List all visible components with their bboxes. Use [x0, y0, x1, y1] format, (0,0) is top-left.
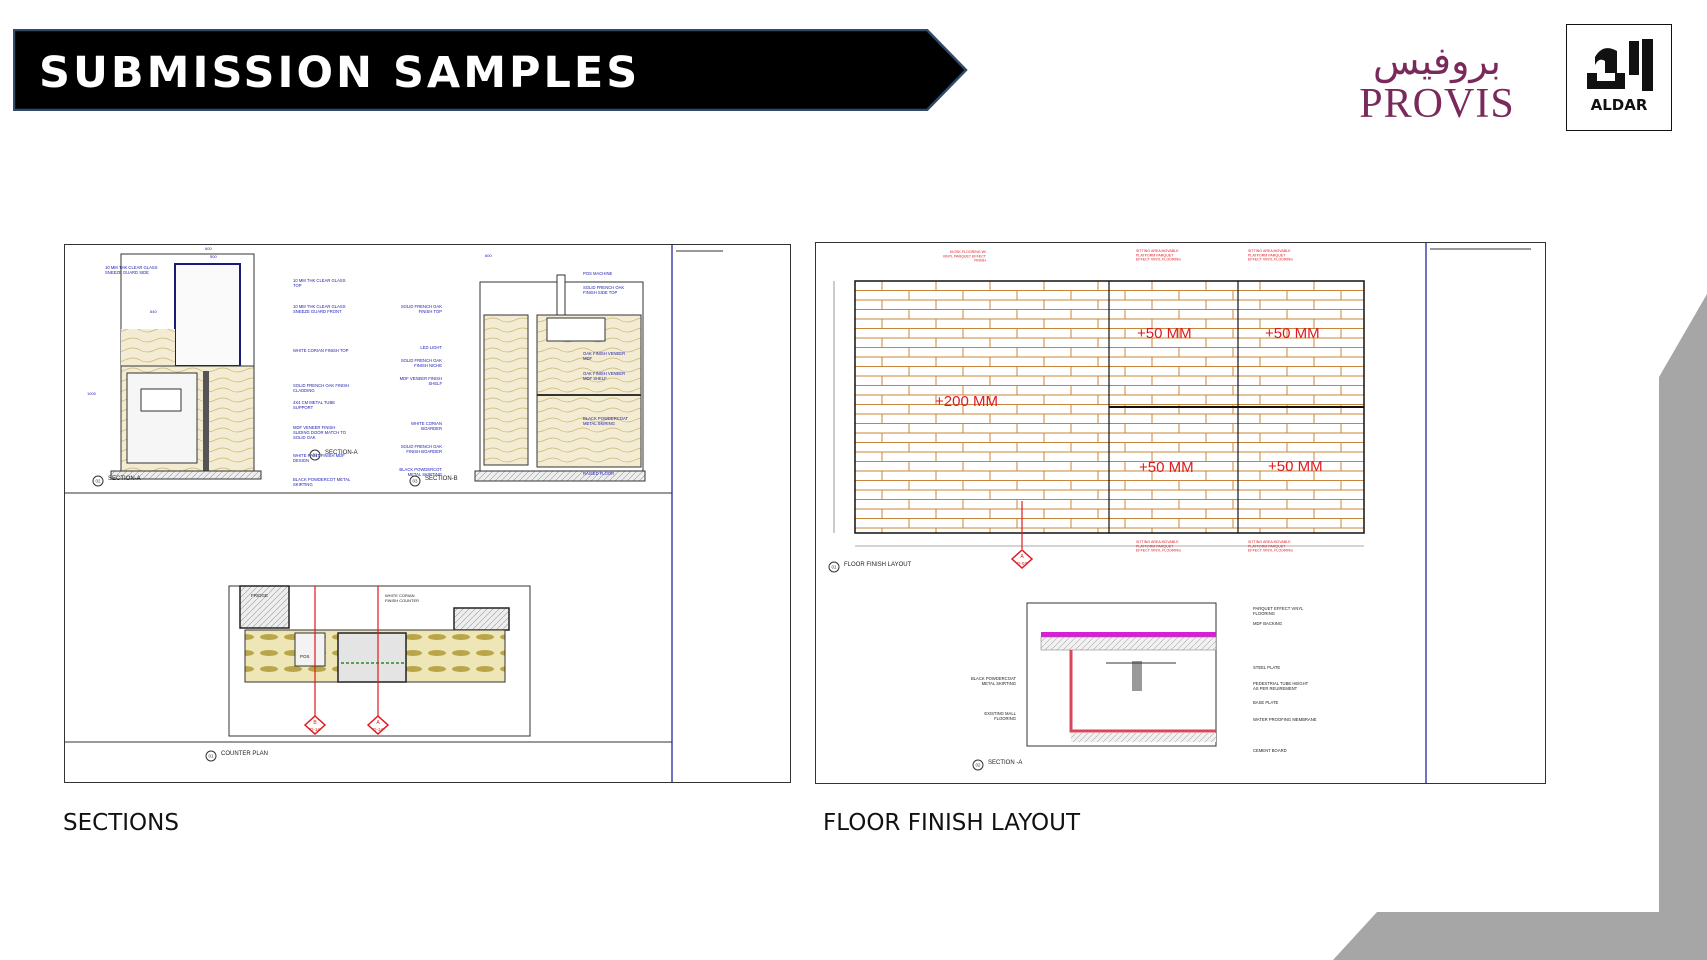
floor-finish-drawing: +200 MM +50 MM +50 MM +50 MM +50 MM KIOSK FLO… — [815, 242, 1546, 784]
dimension-label: 1000 — [87, 391, 97, 396]
caption-sections: SECTIONS — [63, 810, 179, 836]
drawing-number: 02 — [95, 479, 101, 484]
dimension-label: 640 — [150, 309, 157, 314]
page-title: SUBMISSION SAMPLES — [39, 48, 641, 98]
title-marker-icon — [409, 475, 421, 487]
drawing-label: FRIDGE — [251, 593, 268, 598]
drawing-number: 01 — [831, 565, 837, 570]
drawing-label: CEMENT BOARD — [1253, 748, 1287, 753]
marker-ref: D-14 — [310, 727, 320, 732]
zone-level-label: +50 MM — [1265, 325, 1320, 342]
drawing-number: 02 — [975, 763, 981, 768]
drawing-label: BASE PLATE — [1253, 700, 1278, 705]
counter-plan-drawing — [228, 585, 531, 737]
provis-logo-arabic: بروفيس — [1373, 39, 1501, 83]
title-marker-icon — [205, 750, 217, 762]
drawing-number: 01 — [312, 453, 318, 458]
drawing-title: SECTION-A — [325, 450, 358, 456]
section-b-drawing — [474, 274, 646, 482]
drawing-number: 01 — [208, 754, 214, 759]
drawing-label: RAISED FLOOR — [583, 471, 614, 476]
provis-logo: بروفيس PROVIS — [1337, 40, 1537, 135]
title-marker-icon — [972, 759, 984, 771]
marker-letter: A — [376, 720, 380, 726]
aldar-logo-text: ALDAR — [1590, 96, 1648, 114]
dimension-label: 600 — [205, 246, 212, 251]
section-a-drawing — [75, 253, 265, 494]
drawing-number: 03 — [412, 479, 418, 484]
title-marker-icon — [309, 449, 321, 461]
marker-ref: D-07 — [1017, 561, 1027, 566]
drawing-label: POS MACHINE — [583, 271, 613, 276]
zone-level-label: +50 MM — [1139, 459, 1194, 476]
drawing-label: MDF BACKING — [1253, 621, 1282, 626]
marker-letter: B — [313, 720, 317, 726]
drawing-title: COUNTER PLAN — [221, 751, 268, 757]
drawing-title: SECTION-B — [425, 476, 458, 482]
title-marker-icon — [92, 475, 104, 487]
aldar-logo: ALDAR — [1566, 24, 1672, 131]
drawing-label: WATER PROOFING MEMBRANE — [1253, 717, 1317, 722]
section-marker-icon — [1010, 548, 1034, 570]
provis-logo-text: PROVIS — [1359, 81, 1515, 127]
drawing-title: SECTION-A — [108, 476, 141, 482]
dimension-label: 600 — [485, 253, 492, 258]
drawing-label: POS — [300, 654, 310, 659]
zone-level-label: +200 MM — [935, 393, 998, 410]
drawing-title: SECTION -A — [988, 760, 1022, 766]
floor-plan — [833, 280, 1365, 549]
zone-level-label: +50 MM — [1137, 325, 1192, 342]
floor-section-a — [1026, 602, 1217, 747]
marker-ref: D-14 — [373, 727, 383, 732]
floor-labels: +200 MM +50 MM +50 MM +50 MM +50 MM KIOSK FLO… — [828, 249, 1323, 771]
drawing-label: LED LIGHT — [420, 345, 442, 350]
dimension-label: 500 — [210, 254, 217, 259]
section-marker-icon — [303, 714, 327, 736]
zone-level-label: +50 MM — [1268, 458, 1323, 475]
drawing-label: STEEL PLATE — [1253, 665, 1280, 670]
title-block — [1425, 243, 1531, 783]
drawing-title: FLOOR FINISH LAYOUT — [844, 562, 912, 568]
caption-floor-finish-layout: FLOOR FINISH LAYOUT — [823, 810, 1080, 836]
section-marker-icon — [366, 714, 390, 736]
marker-letter: A — [1020, 554, 1024, 560]
title-banner — [13, 29, 968, 111]
title-marker-icon — [828, 561, 840, 573]
aldar-mark-icon — [1587, 39, 1653, 91]
drawing-label: WHITE CORIAN FINISH TOP — [293, 348, 349, 353]
